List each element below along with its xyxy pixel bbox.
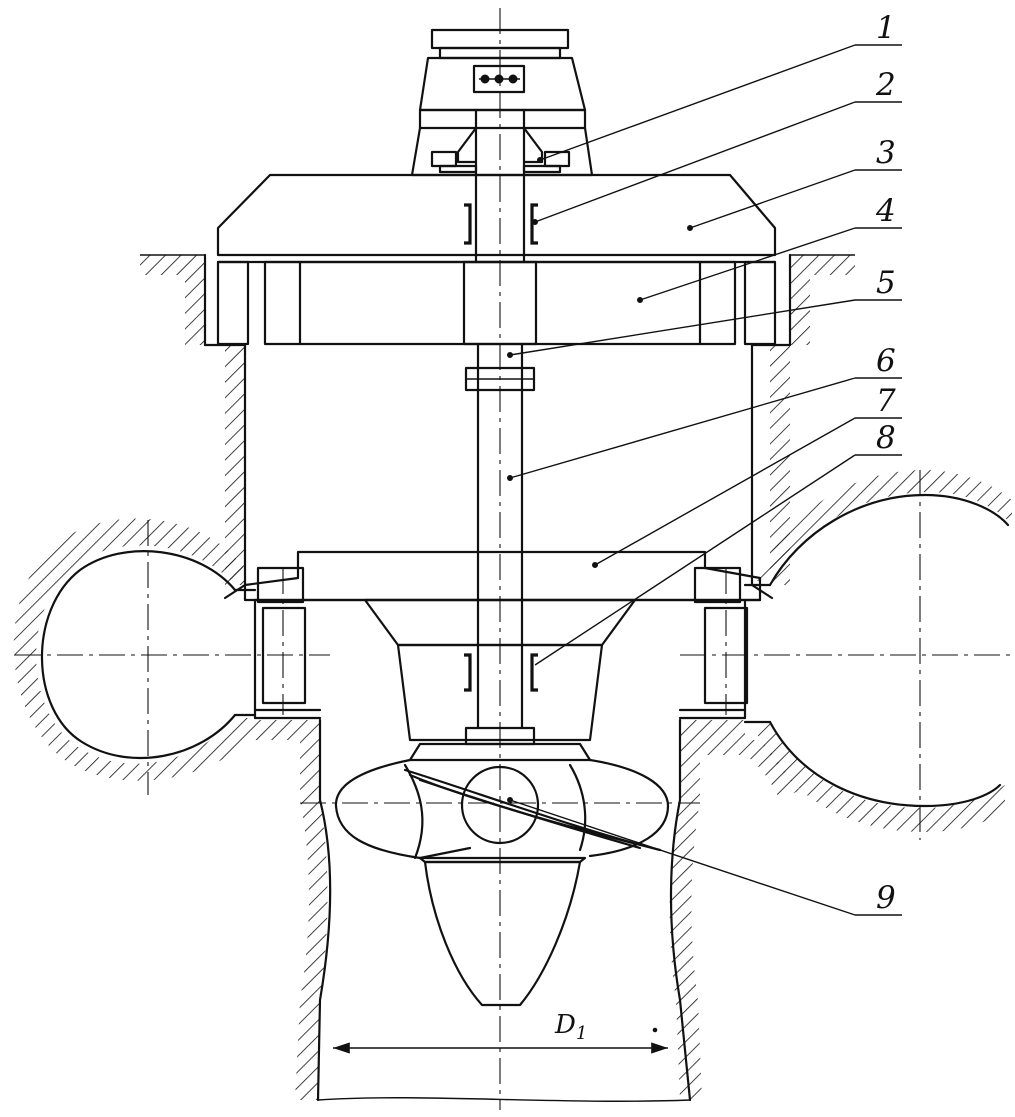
runner	[334, 726, 670, 1007]
callout-7: 7	[876, 383, 896, 419]
callout-2: 2	[875, 67, 896, 103]
turbine-cover	[223, 550, 774, 720]
callout-3: 3	[876, 135, 896, 171]
center-lines	[15, 8, 1010, 1110]
guide-bearing-housing	[363, 598, 637, 742]
upper-bracket	[216, 173, 777, 264]
spiral-casing-left	[40, 550, 257, 760]
leader-lines	[507, 44, 902, 916]
spiral-casing-right	[743, 493, 1010, 808]
generator-rotor	[216, 260, 777, 346]
concrete-hatching	[13, 254, 1012, 1100]
callout-8: 8	[876, 420, 896, 456]
pit-outline	[203, 253, 792, 587]
callout-1: 1	[876, 10, 896, 46]
draft-tube	[316, 718, 692, 1102]
dimension-d1: D1	[333, 1010, 668, 1054]
callout-5: 5	[876, 265, 896, 301]
callout-6: 6	[876, 343, 896, 379]
exciter-top	[410, 28, 594, 177]
callout-4: 4	[875, 193, 896, 229]
dimension-label: D1	[554, 1010, 587, 1044]
callout-9: 9	[876, 880, 896, 916]
shaft	[464, 108, 536, 730]
callout-labels: 1 2 3 4 5 6 7 8 9	[875, 10, 896, 916]
